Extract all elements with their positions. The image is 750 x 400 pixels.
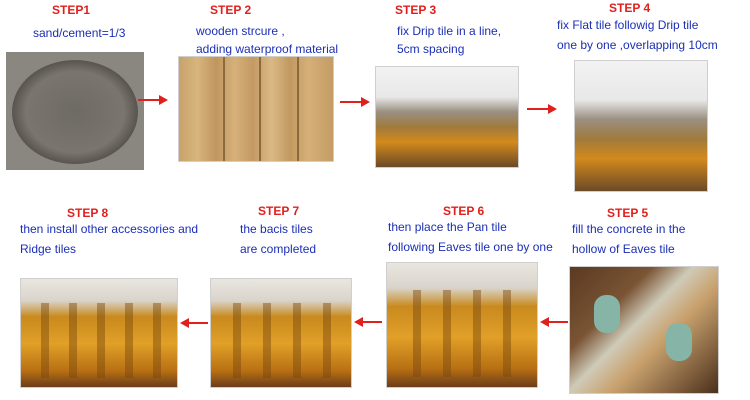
step2-photo-wooden-boards xyxy=(178,56,334,162)
step7-text-line1: the bacis tiles xyxy=(240,222,313,236)
arrow-step5-to-step6 xyxy=(540,317,568,327)
arrow-step1-to-step2 xyxy=(138,95,168,105)
step7-photo-basic-tiles xyxy=(210,278,352,388)
step7-title: STEP 7 xyxy=(258,204,300,218)
step1-text: sand/cement=1/3 xyxy=(33,26,126,40)
step2-title: STEP 2 xyxy=(210,3,252,17)
step3-text-line1: fix Drip tile in a line, xyxy=(397,24,502,38)
step2-text-line1: wooden strcure , xyxy=(196,24,285,38)
step8-text-line1: then install other accessories and xyxy=(20,222,199,236)
step4-title: STEP 4 xyxy=(609,1,651,15)
arrow-step6-to-step7 xyxy=(354,317,382,327)
step6-text-line1: then place the Pan tile xyxy=(388,220,507,234)
step6-text-line2: following Eaves tile one by one xyxy=(388,240,553,254)
step4-photo-flat-tiles xyxy=(574,60,708,192)
step6-photo-pan-tiles xyxy=(386,262,538,388)
step2-text-line2: adding waterproof material xyxy=(196,42,339,56)
arrow-step2-to-step3 xyxy=(340,97,370,107)
step1-photo-mortar-bowl xyxy=(6,52,144,170)
step8-photo-finished-roof xyxy=(20,278,178,388)
step8-text-line2: Ridge tiles xyxy=(20,242,77,256)
step3-photo-drip-tiles xyxy=(375,66,519,168)
arrow-step7-to-step8 xyxy=(180,318,208,328)
step8-title: STEP 8 xyxy=(67,206,109,220)
step7-text-line2: are completed xyxy=(240,242,317,256)
step5-text-line1: fill the concrete in the xyxy=(572,222,686,236)
step4-text-line1: fix Flat tile followig Drip tile xyxy=(557,18,699,32)
arrow-step3-to-step4 xyxy=(527,104,557,114)
step6-title: STEP 6 xyxy=(443,204,485,218)
step5-photo-filling-concrete xyxy=(569,266,719,394)
step1-title: STEP1 xyxy=(52,3,91,17)
step3-text-line2: 5cm spacing xyxy=(397,42,465,56)
step5-text-line2: hollow of Eaves tile xyxy=(572,242,675,256)
step4-text-line2: one by one ,overlapping 10cm xyxy=(557,38,718,52)
step5-title: STEP 5 xyxy=(607,206,649,220)
step3-title: STEP 3 xyxy=(395,3,437,17)
